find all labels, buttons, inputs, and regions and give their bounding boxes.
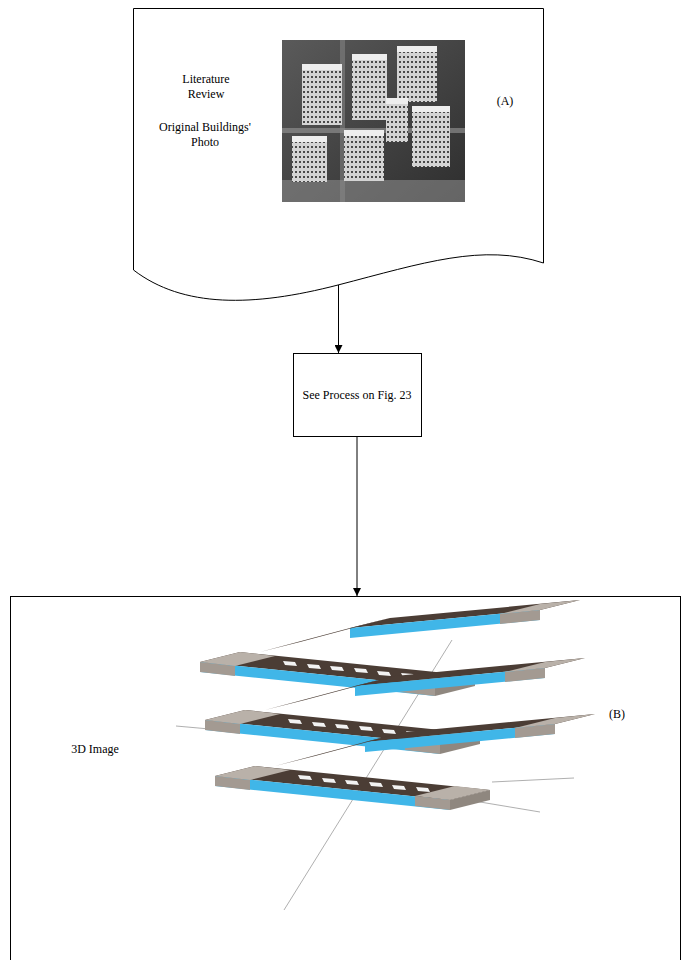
label-holder: (A) — [483, 94, 527, 109]
box-label: Original Buildings' Photo — [159, 120, 251, 149]
document-box: Literature ReviewOriginal Buildings' Pho… — [133, 8, 544, 308]
panel-letter: (B) — [609, 707, 625, 721]
label-holder: Original Buildings' Photo — [150, 120, 260, 150]
process-box: 3D Image (B) — [10, 596, 681, 960]
box-label: Literature Review — [182, 72, 229, 101]
label-holder: 3D Image — [47, 742, 143, 757]
label-holder: Literature Review — [170, 72, 242, 102]
building-photo — [282, 40, 465, 202]
document-outline-path — [134, 9, 544, 301]
label-holder: (B) — [595, 707, 639, 722]
building-slab — [215, 714, 595, 810]
document-outline — [133, 8, 544, 308]
box-label: See Process on Fig. 23 — [303, 388, 412, 403]
box-label: 3D Image — [71, 742, 119, 756]
panel-letter: (A) — [497, 94, 514, 108]
flow-arrow — [338, 285, 339, 353]
flow-arrow — [357, 437, 358, 596]
process-box: See Process on Fig. 23 — [293, 353, 422, 437]
